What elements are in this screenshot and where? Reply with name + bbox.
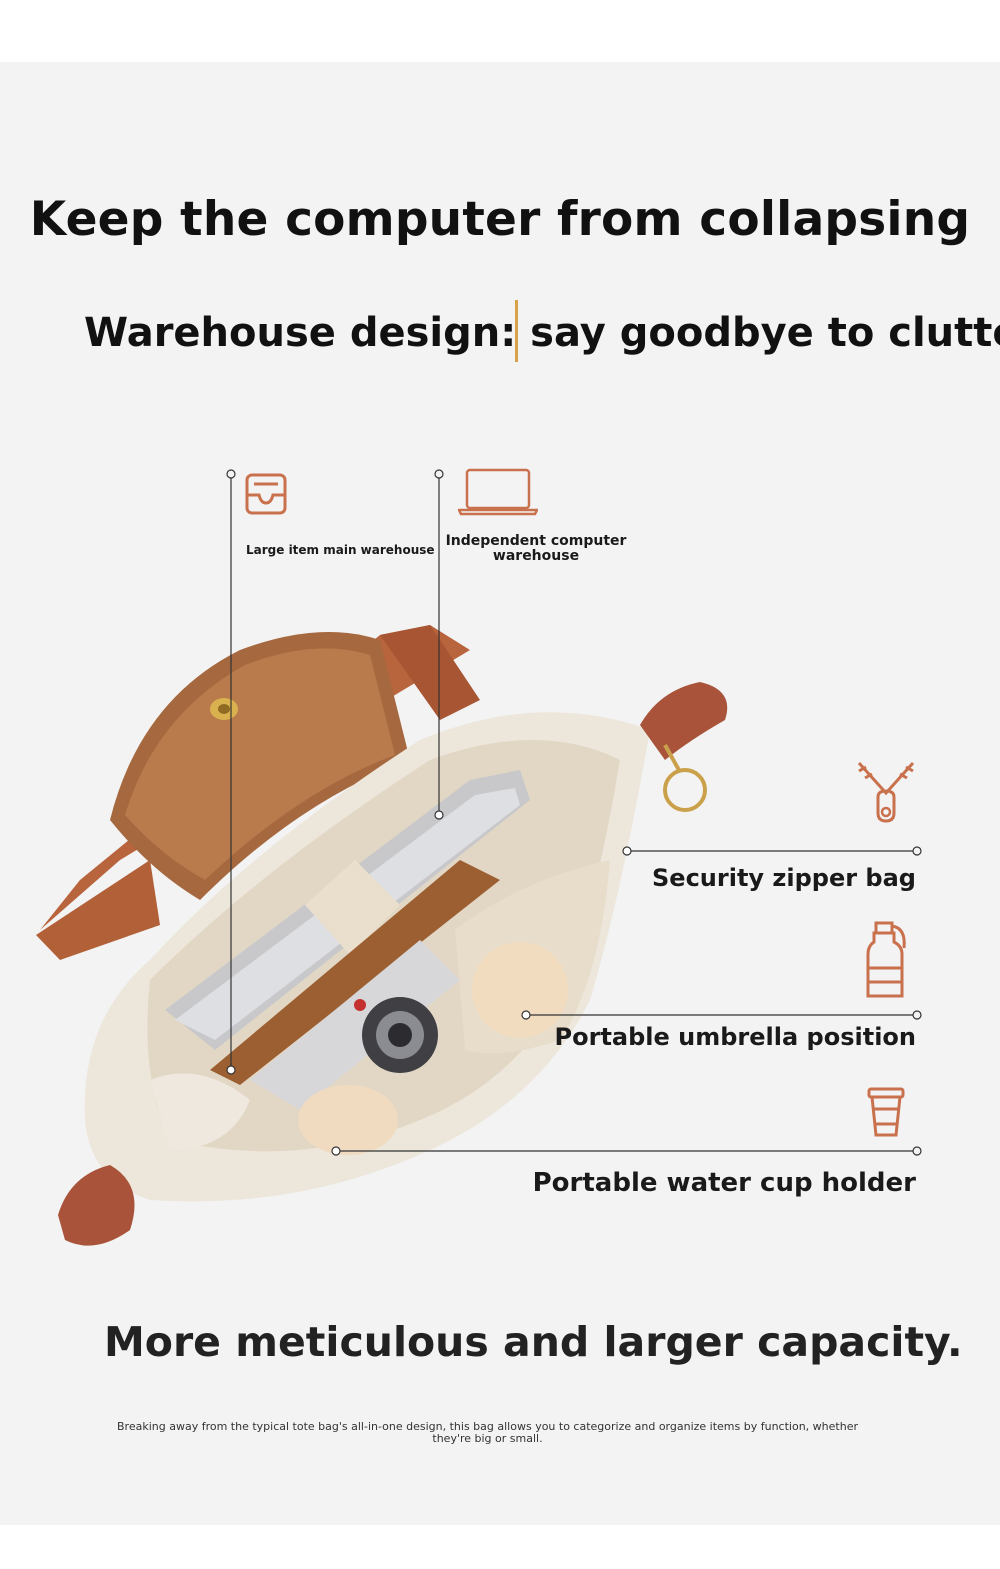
round-case [472, 942, 568, 1038]
label-water-cup-holder: Portable water cup holder [532, 1168, 916, 1198]
label-umbrella-position: Portable umbrella position [554, 1023, 916, 1051]
page-headline: Keep the computer from collapsing [29, 192, 971, 247]
cup-icon [867, 1087, 905, 1137]
camera [250, 940, 460, 1110]
label-security-zipper: Security zipper bag [652, 864, 916, 892]
label-computer-warehouse: Independent computer warehouse [445, 533, 627, 564]
capacity-title: More meticulous and larger capacity. [104, 1318, 963, 1366]
description-caption: Breaking away from the typical tote bag'… [117, 1420, 858, 1445]
bottle-icon [866, 921, 906, 998]
laptop-icon [458, 468, 538, 516]
leather-tab-top [640, 682, 728, 760]
cream-jar [298, 1085, 398, 1155]
label-large-item-warehouse: Large item main warehouse [246, 543, 435, 557]
zipper-charm [663, 768, 707, 812]
notebook [210, 860, 500, 1085]
zipper-icon [857, 761, 915, 823]
text-cursor [515, 300, 518, 362]
inbox-tray-icon [245, 473, 287, 515]
leather-tab-bottom [58, 1165, 135, 1246]
page-subheadline: Warehouse design: say goodbye to clutter [84, 310, 1000, 356]
